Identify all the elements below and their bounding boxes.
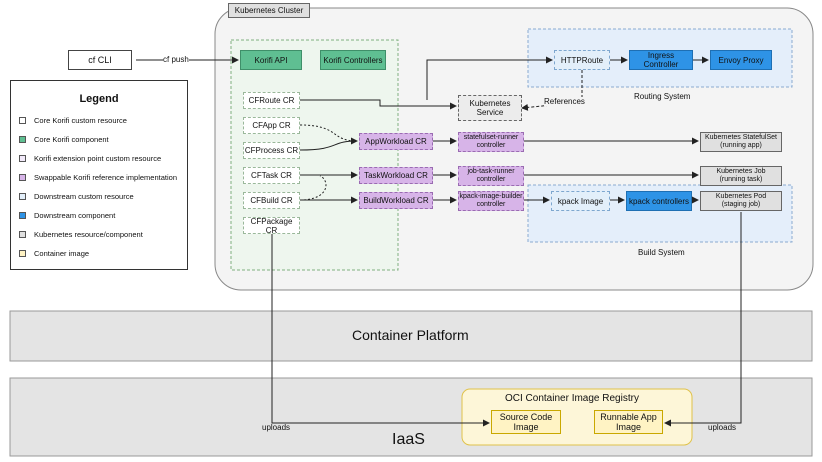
registry-label: OCI Container Image Registry (505, 393, 639, 404)
uploads-right-label: uploads (708, 423, 737, 432)
legend-item: Core Korifi component (19, 135, 109, 144)
runnable-app-image: Runnable App Image (594, 410, 663, 434)
legend-item-label: Container image (34, 249, 90, 258)
legend-swatch (19, 193, 26, 200)
routing-system-label: Routing System (634, 92, 691, 101)
legend-item: Downstream component (19, 211, 115, 220)
legend-swatch (19, 231, 26, 238)
legend-title: Legend (79, 93, 119, 105)
legend-swatch (19, 155, 26, 162)
cfprocess-appworkload-arrow (299, 137, 358, 151)
cfroute-cr: CFRoute CR (243, 92, 300, 109)
legend-swatch (19, 117, 26, 124)
legend-item: Downstream custom resource (19, 192, 134, 201)
statefulset-runner-controller: statefulset-runner controller (458, 132, 524, 152)
kubernetes-statefulset: Kubernetes StatefulSet (running app) (700, 132, 782, 152)
kpack-controllers: kpack controllers (626, 191, 692, 211)
legend-swatch (19, 212, 26, 219)
cftask-cr: CFTask CR (243, 167, 300, 184)
legend-item: Korifi extension point custom resource (19, 154, 161, 163)
legend-item-label: Kubernetes resource/component (34, 230, 143, 239)
uploads-runnable-arrow (664, 212, 742, 427)
legend-item-label: Swappable Korifi reference implementatio… (34, 173, 177, 182)
buildworkload-cr: BuildWorkload CR (359, 192, 433, 209)
envoy-proxy: Envoy Proxy (710, 50, 772, 70)
ingress-controller: Ingress Controller (629, 50, 693, 70)
uploads-left-label: uploads (262, 423, 291, 432)
taskworkload-cr: TaskWorkload CR (359, 167, 433, 184)
legend-item: Kubernetes resource/component (19, 230, 143, 239)
legend-swatch (19, 250, 26, 257)
cfprocess-cr: CFProcess CR (243, 142, 300, 159)
legend-item-label: Korifi extension point custom resource (34, 154, 162, 163)
iaas-label: IaaS (392, 431, 425, 448)
job-task-runner-controller: job-task-runner controller (458, 166, 524, 186)
api-httproute-arrow (426, 56, 553, 100)
legend-item-label: Core Korifi custom resource (34, 116, 127, 125)
build-system-label: Build System (638, 248, 685, 257)
references-label: References (544, 97, 585, 106)
container-platform-band (9, 310, 813, 362)
kpack-image-builder-controller: kpack-image-builder controller (458, 191, 524, 211)
cf-cli-box: cf CLI (68, 50, 132, 70)
legend-item-label: Core Korifi component (34, 135, 109, 144)
legend-item-label: Downstream component (34, 211, 116, 220)
cf-push-label: cf push (163, 55, 189, 64)
legend-item: Container image (19, 249, 89, 258)
legend-swatch (19, 136, 26, 143)
appworkload-cr: AppWorkload CR (359, 133, 433, 150)
legend-item: Core Korifi custom resource (19, 116, 127, 125)
kubernetes-cluster-label: Kubernetes Cluster (228, 3, 310, 18)
cfapp-appworkload-link (299, 124, 358, 142)
kubernetes-service: Kubernetes Service (458, 95, 522, 121)
legend-item-label: Downstream custom resource (34, 192, 134, 201)
uploads-source-arrow (271, 233, 490, 427)
korifi-api: Korifi API (240, 50, 302, 70)
kubernetes-job: Kubernetes Job (running task) (700, 166, 782, 186)
cfbuild-cr: CFBuild CR (243, 192, 300, 209)
kpack-image: kpack Image (551, 191, 610, 211)
cfpackage-cfbuild-link (299, 175, 327, 201)
legend-swatch (19, 174, 26, 181)
container-platform-label: Container Platform (352, 327, 469, 343)
kubernetes-pod: Kubernetes Pod (staging job) (700, 191, 782, 211)
cfroute-service-arrow (300, 99, 457, 110)
korifi-controllers: Korifi Controllers (320, 50, 386, 70)
cfpackage-cr: CFPackage CR (243, 217, 300, 235)
source-code-image: Source Code Image (491, 410, 561, 434)
cfapp-cr: CFApp CR (243, 117, 300, 134)
httproute: HTTPRoute (554, 50, 610, 70)
legend: Legend Core Korifi custom resource Core … (10, 80, 188, 270)
legend-item: Swappable Korifi reference implementatio… (19, 173, 177, 182)
